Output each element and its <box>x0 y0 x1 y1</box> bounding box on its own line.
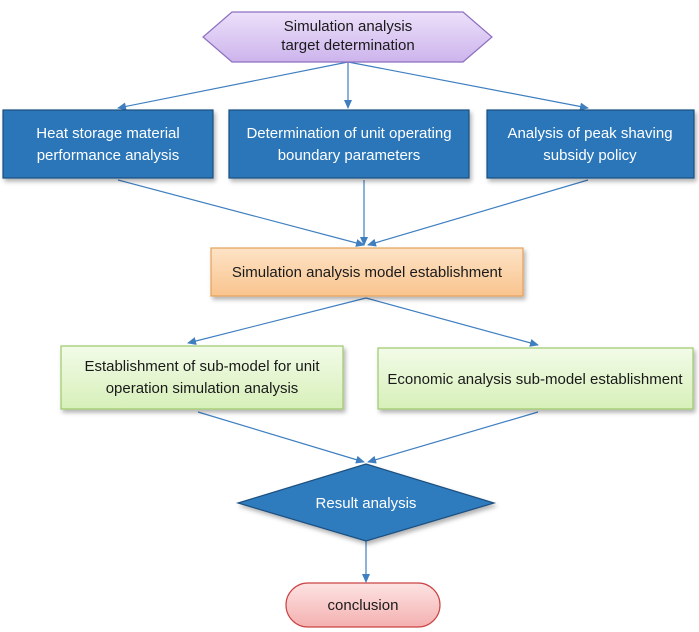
box-shape <box>60 345 344 410</box>
node-heat-storage-analysis: Heat storage material performance analys… <box>2 109 214 179</box>
box-shape <box>377 347 694 410</box>
arrow-model-to-unit-sub <box>187 297 367 345</box>
subsidy-label-line1: Analysis of peak shaving <box>507 125 672 142</box>
arrow-unit-sub-to-result <box>197 411 365 464</box>
unit-sub-label-line2: operation simulation analysis <box>106 380 299 397</box>
hexagon-shape <box>202 11 493 63</box>
arrow-econ-sub-to-result <box>367 411 539 464</box>
box-shape <box>486 109 695 179</box>
node-conclusion: conclusion <box>285 582 441 628</box>
subsidy-label-line2: subsidy policy <box>543 147 637 164</box>
connectors <box>117 61 589 583</box>
econ-sub-label: Economic analysis sub-model establishmen… <box>387 371 683 388</box>
model-label: Simulation analysis model establishment <box>232 264 503 281</box>
node-result-analysis: Result analysis <box>235 463 497 542</box>
node-subsidy-policy: Analysis of peak shaving subsidy policy <box>486 109 695 179</box>
node-boundary-parameters: Determination of unit operating boundary… <box>228 109 470 179</box>
box-shape <box>2 109 214 179</box>
arrow-target-to-heat-storage <box>117 61 349 111</box>
arrow-target-to-subsidy <box>347 61 589 111</box>
node-target-determination: Simulation analysis target determination <box>202 11 493 63</box>
unit-sub-label-line1: Establishment of sub-model for unit <box>84 358 320 375</box>
arrow-model-to-econ-sub <box>365 297 539 347</box>
boundary-label-line2: boundary parameters <box>278 147 421 164</box>
terminator-shape <box>285 582 441 628</box>
box-shape <box>228 109 470 179</box>
result-label: Result analysis <box>316 495 417 512</box>
target-label-line1: Simulation analysis <box>284 18 412 35</box>
node-unit-operation-submodel: Establishment of sub-model for unit oper… <box>60 345 344 410</box>
diamond-shape <box>235 463 497 542</box>
node-model-establishment: Simulation analysis model establishment <box>210 247 524 297</box>
arrow-heat-storage-to-model <box>117 179 365 247</box>
box-shape <box>210 247 524 297</box>
target-label-line2: target determination <box>281 37 414 54</box>
arrow-subsidy-to-model <box>367 179 589 247</box>
conclusion-label: conclusion <box>328 597 399 614</box>
heat-storage-label-line2: performance analysis <box>37 147 180 164</box>
heat-storage-label-line1: Heat storage material <box>36 125 179 142</box>
boundary-label-line1: Determination of unit operating <box>246 125 451 142</box>
node-economic-submodel: Economic analysis sub-model establishmen… <box>377 347 694 410</box>
